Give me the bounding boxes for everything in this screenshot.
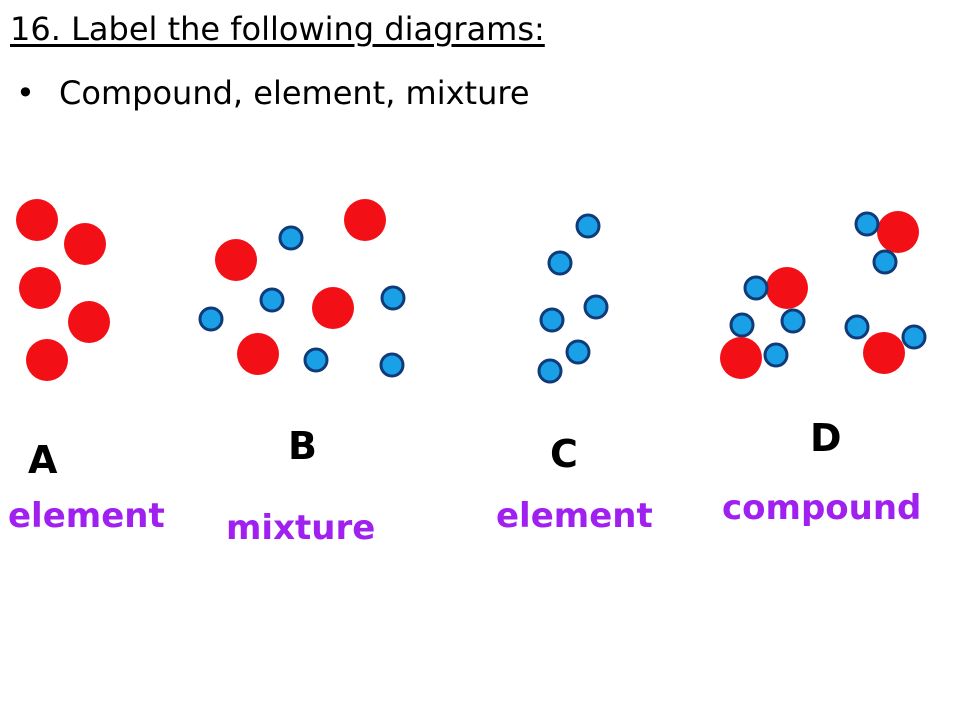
blue-atom: [780, 308, 806, 334]
red-atom: [237, 333, 279, 375]
blue-atom: [565, 339, 591, 365]
particle-diagrams: [16, 199, 927, 384]
blue-atom: [380, 285, 406, 311]
blue-atom: [854, 211, 880, 237]
red-atom: [312, 287, 354, 329]
panel-d-answer: compound: [722, 488, 922, 528]
red-atom: [344, 199, 386, 241]
bullet-item: • Compound, element, mixture: [16, 74, 530, 112]
blue-atom: [547, 250, 573, 276]
blue-atom: [872, 249, 898, 275]
panel-a-particles: [16, 199, 110, 381]
blue-atom: [198, 306, 224, 332]
panel-a-letter: A: [28, 438, 58, 482]
blue-atom: [259, 287, 285, 313]
red-atom: [766, 267, 808, 309]
blue-atom: [278, 225, 304, 251]
red-atom: [215, 239, 257, 281]
panel-b-letter: B: [288, 424, 317, 468]
panel-a-answer: element: [8, 496, 165, 536]
red-atom: [19, 267, 61, 309]
panel-c-particles: [537, 213, 609, 384]
panel-c-letter: C: [550, 432, 578, 476]
red-atom: [863, 332, 905, 374]
blue-atom: [379, 352, 405, 378]
red-atom: [64, 223, 106, 265]
panel-d-letter: D: [810, 416, 842, 460]
bullet-text: Compound, element, mixture: [59, 74, 530, 112]
blue-atom: [901, 324, 927, 350]
red-atom: [68, 301, 110, 343]
panel-d-particles: [720, 211, 927, 379]
blue-atom: [583, 294, 609, 320]
blue-atom: [303, 347, 329, 373]
red-atom: [720, 337, 762, 379]
blue-atom: [539, 307, 565, 333]
question-title: 16. Label the following diagrams:: [10, 10, 545, 48]
panel-b-answer: mixture: [226, 508, 376, 548]
red-atom: [26, 339, 68, 381]
bullet-icon: •: [16, 74, 35, 112]
blue-atom: [575, 213, 601, 239]
blue-atom: [537, 358, 563, 384]
blue-atom: [844, 314, 870, 340]
panel-c-answer: element: [496, 496, 653, 536]
blue-atom: [729, 312, 755, 338]
red-atom: [877, 211, 919, 253]
red-atom: [16, 199, 58, 241]
blue-atom: [743, 275, 769, 301]
blue-atom: [763, 342, 789, 368]
panel-b-particles: [198, 199, 406, 378]
